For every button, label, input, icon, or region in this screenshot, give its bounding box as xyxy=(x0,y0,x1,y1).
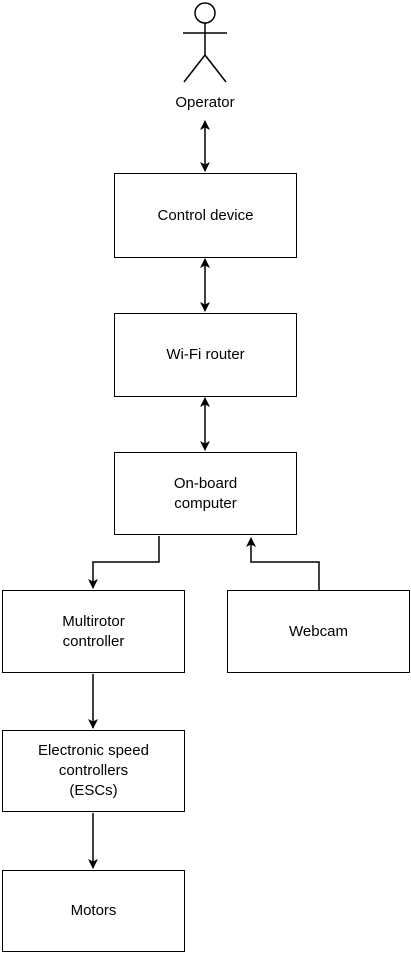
escs-label: Electronic speed controllers (ESCs) xyxy=(38,742,149,799)
wifi-router-node: Wi-Fi router xyxy=(114,313,297,397)
webcam-label: Webcam xyxy=(289,622,348,640)
motors-label: Motors xyxy=(70,902,117,919)
edge-onboard-computer-multirotor-controller xyxy=(88,536,160,589)
webcam-node: Webcam xyxy=(227,590,410,673)
edge-webcam-onboard-computer xyxy=(246,537,320,590)
escs-node: Electronic speed controllers (ESCs) xyxy=(2,730,185,812)
operator-label: Operator xyxy=(175,94,235,111)
wifi-router-label: Wi-Fi router xyxy=(166,346,245,363)
stick-figure-icon xyxy=(183,2,227,83)
motors-node: Motors xyxy=(2,870,185,952)
control-device-label: Control device xyxy=(157,206,254,224)
multirotor-controller-node: Multirotor controller xyxy=(2,590,185,673)
onboard-computer-label: On-board computer xyxy=(173,474,238,512)
onboard-computer-node: On-board computer xyxy=(114,452,297,535)
multirotor-controller-label: Multirotor controller xyxy=(62,612,125,650)
control-device-node: Control device xyxy=(114,173,297,258)
